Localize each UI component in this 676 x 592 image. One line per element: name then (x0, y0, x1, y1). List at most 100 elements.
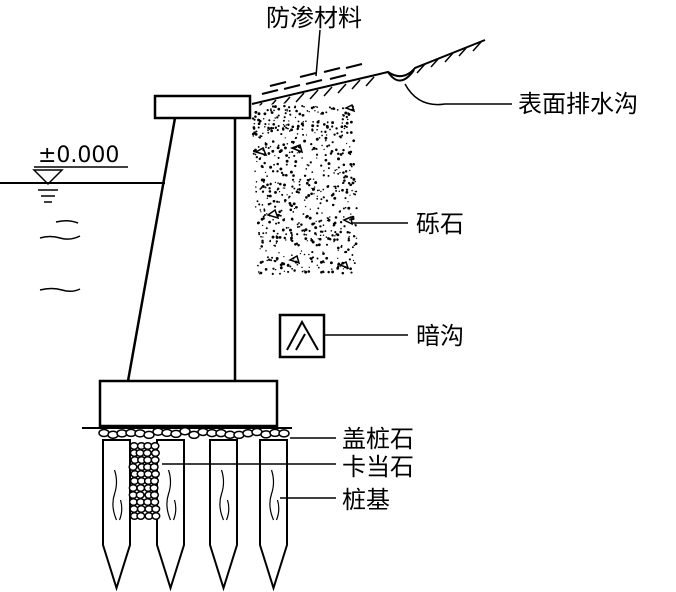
gravel-dot (257, 271, 260, 273)
gravel-dot (297, 120, 300, 123)
gravel-dot (279, 272, 281, 275)
gravel-dot (276, 162, 279, 166)
gravel-dot (308, 253, 310, 256)
gravel-dot (284, 112, 287, 115)
gravel-dot (294, 164, 297, 168)
gravel-dot (302, 133, 305, 136)
gravel-dot (349, 218, 351, 221)
gravel-dot (281, 193, 284, 196)
gravel-dot (344, 250, 348, 254)
gravel-dot (303, 139, 307, 143)
wedge-stone (150, 456, 160, 464)
pile (259, 439, 288, 592)
gravel-dot (305, 168, 308, 170)
gravel-dot (312, 146, 316, 150)
gravel-dot (341, 271, 345, 275)
gravel-dot (292, 142, 294, 145)
wedge-stone (149, 477, 160, 485)
gravel-dot (322, 234, 325, 236)
gravel-dot (346, 231, 350, 234)
gravel-dot (270, 111, 274, 114)
gravel-dot (254, 133, 258, 136)
gravel-dot (339, 221, 343, 224)
gravel-dot (313, 222, 316, 225)
gravel-dot (269, 165, 273, 169)
gravel-dot (296, 133, 299, 135)
gravel-dot (294, 105, 297, 108)
gravel-dot (286, 110, 288, 112)
gravel-dot (349, 194, 351, 196)
cap-stone (179, 426, 191, 436)
gravel-dot (327, 162, 331, 166)
gravel-dot (291, 192, 294, 194)
gravel-dot (282, 173, 285, 177)
gravel-dot (285, 239, 287, 241)
gravel-dot (327, 270, 330, 274)
pile-grain (219, 469, 230, 521)
gravel-dot (266, 108, 269, 112)
gravel-dot (298, 180, 301, 183)
gravel-dot (274, 259, 277, 263)
gravel-dot (263, 213, 267, 217)
gravel-dot (320, 130, 323, 133)
gravel-dot (305, 181, 309, 185)
gravel-dot (306, 240, 308, 242)
gravel-dot (305, 196, 308, 199)
gravel-dot (310, 260, 314, 263)
gravel-dot (336, 265, 340, 269)
gravel-dot (324, 158, 328, 162)
gravel-dot (270, 259, 273, 262)
gravel-dot (329, 128, 331, 131)
gravel-dot (309, 178, 312, 181)
gravel-fill (251, 98, 358, 276)
gravel-dot (336, 185, 340, 188)
gravel-dot (296, 226, 299, 228)
gravel-dot (262, 132, 264, 135)
gravel-dot (349, 267, 352, 271)
gravel-dot (283, 146, 287, 150)
gravel-dot (324, 136, 328, 140)
gravel-dot (320, 190, 322, 193)
gravel-dot (252, 152, 255, 155)
gravel-dot (292, 202, 296, 206)
gravel-dot (266, 197, 269, 199)
gravel-dot (327, 218, 331, 222)
gravel-dot (306, 164, 309, 166)
gravel-dot (277, 114, 280, 117)
gravel-dot (350, 176, 353, 179)
wedge-stone (129, 505, 139, 513)
gravel-dot (268, 220, 271, 224)
gravel-dot (321, 260, 325, 263)
gravel-dot (290, 128, 294, 132)
gravel-dot (285, 163, 288, 166)
gravel-dot (288, 109, 291, 112)
gravel-dot (336, 168, 338, 171)
gravel-dot (257, 145, 260, 148)
gravel-dot (318, 136, 321, 139)
gravel-dot (308, 216, 312, 220)
gravel-dot (280, 209, 283, 212)
gravel-dot (264, 268, 268, 271)
gravel-dot (253, 118, 256, 121)
gravel-dot (300, 250, 303, 252)
gravel-dot (320, 164, 323, 167)
gravel-dot (260, 211, 262, 213)
gravel-dot (333, 133, 336, 136)
gravel-dot (277, 107, 281, 111)
gravel-dot (253, 122, 256, 125)
gravel-dot (274, 190, 277, 194)
gravel-dot (301, 124, 305, 127)
gravel-dot (275, 222, 278, 225)
gravel-dot (307, 270, 311, 273)
gravel-dot (275, 235, 278, 238)
gravel-dot (334, 185, 337, 188)
gravel-dot (264, 126, 266, 128)
gravel-dot (319, 202, 322, 205)
gravel-dot (293, 187, 296, 190)
gravel-dot (343, 225, 346, 228)
gravel-dot (332, 224, 335, 227)
gravel-dot (330, 230, 333, 232)
gravel-dot (267, 129, 269, 132)
gravel-dot (279, 167, 283, 171)
gravel-dot (261, 239, 264, 242)
